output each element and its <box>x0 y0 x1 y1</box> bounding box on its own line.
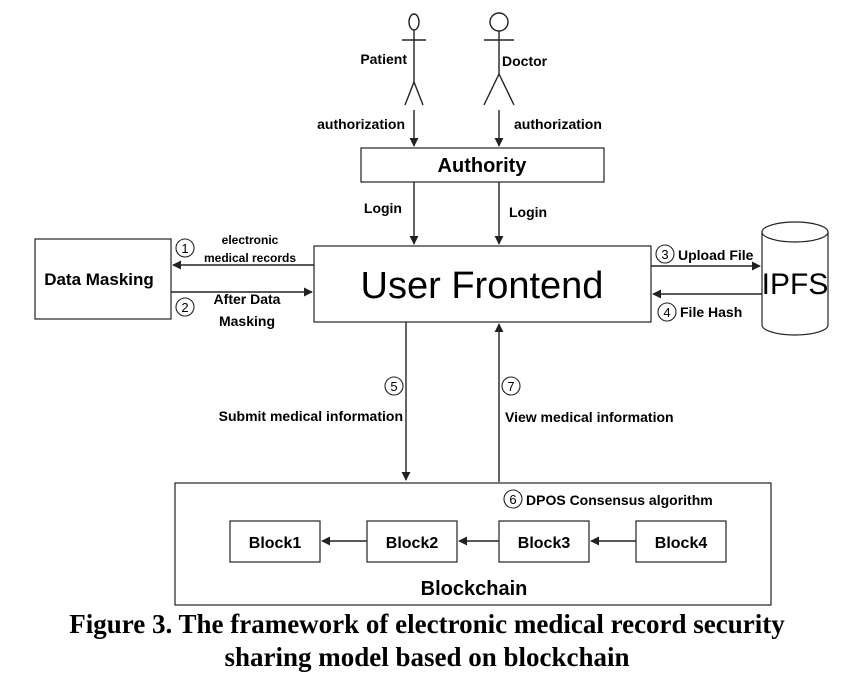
caption-line-2: sharing model based on blockchain <box>224 642 630 672</box>
patient-actor-icon <box>402 13 426 106</box>
blockchain-label: Blockchain <box>421 578 528 600</box>
step2-number: 2 <box>181 300 188 315</box>
block1-label: Block1 <box>249 535 302 552</box>
step6-label: DPOS Consensus algorithm <box>526 492 713 508</box>
authority-label: Authority <box>438 155 528 177</box>
step1-number: 1 <box>181 241 188 256</box>
block2-box <box>366 520 458 563</box>
step1-label-line2: medical records <box>204 251 296 265</box>
step6-number: 6 <box>509 492 516 507</box>
figure-caption: Figure 3. The framework of electronic me… <box>0 608 854 674</box>
step7-number: 7 <box>507 379 514 394</box>
step5-marker <box>384 376 404 396</box>
ipfs-label: IPFS <box>762 268 829 301</box>
block3-box <box>498 520 590 563</box>
block1-box <box>229 520 321 563</box>
user-frontend-label: User Frontend <box>361 265 604 307</box>
step7-label: View medical information <box>505 409 674 425</box>
login-label-left: Login <box>364 200 402 216</box>
block2-label: Block2 <box>386 535 439 552</box>
step2-label-line1: After Data <box>214 291 281 307</box>
login-label-right: Login <box>509 204 547 220</box>
user-frontend-box <box>313 245 652 323</box>
doctor-label: Doctor <box>502 53 548 69</box>
step4-label: File Hash <box>680 304 742 320</box>
framework-diagram: Patient Doctor authorization authorizati… <box>34 12 829 606</box>
step7-marker <box>501 376 521 396</box>
step6-marker <box>503 489 523 509</box>
step4-number: 4 <box>663 305 670 320</box>
step3-number: 3 <box>661 247 668 262</box>
patient-label: Patient <box>360 51 407 67</box>
step3-marker <box>655 244 675 264</box>
step1-marker <box>175 238 195 258</box>
step5-number: 5 <box>390 379 397 394</box>
step1-label-line1: electronic <box>222 233 279 247</box>
doctor-authorization-label: authorization <box>514 116 602 132</box>
authority-box <box>360 147 605 183</box>
step2-marker <box>175 297 195 317</box>
block3-label: Block3 <box>518 535 571 552</box>
step3-label: Upload File <box>678 247 754 263</box>
doctor-actor-icon <box>483 12 515 106</box>
step5-label: Submit medical information <box>219 408 403 424</box>
step4-marker <box>657 302 677 322</box>
patient-authorization-label: authorization <box>317 116 405 132</box>
data-masking-label: Data Masking <box>44 270 154 289</box>
ipfs-cylinder-icon <box>761 221 829 336</box>
block4-box <box>635 520 727 563</box>
step2-label-line2: Masking <box>219 313 275 329</box>
data-masking-box <box>34 238 172 320</box>
caption-line-1: Figure 3. The framework of electronic me… <box>69 609 785 639</box>
block4-label: Block4 <box>655 535 708 552</box>
